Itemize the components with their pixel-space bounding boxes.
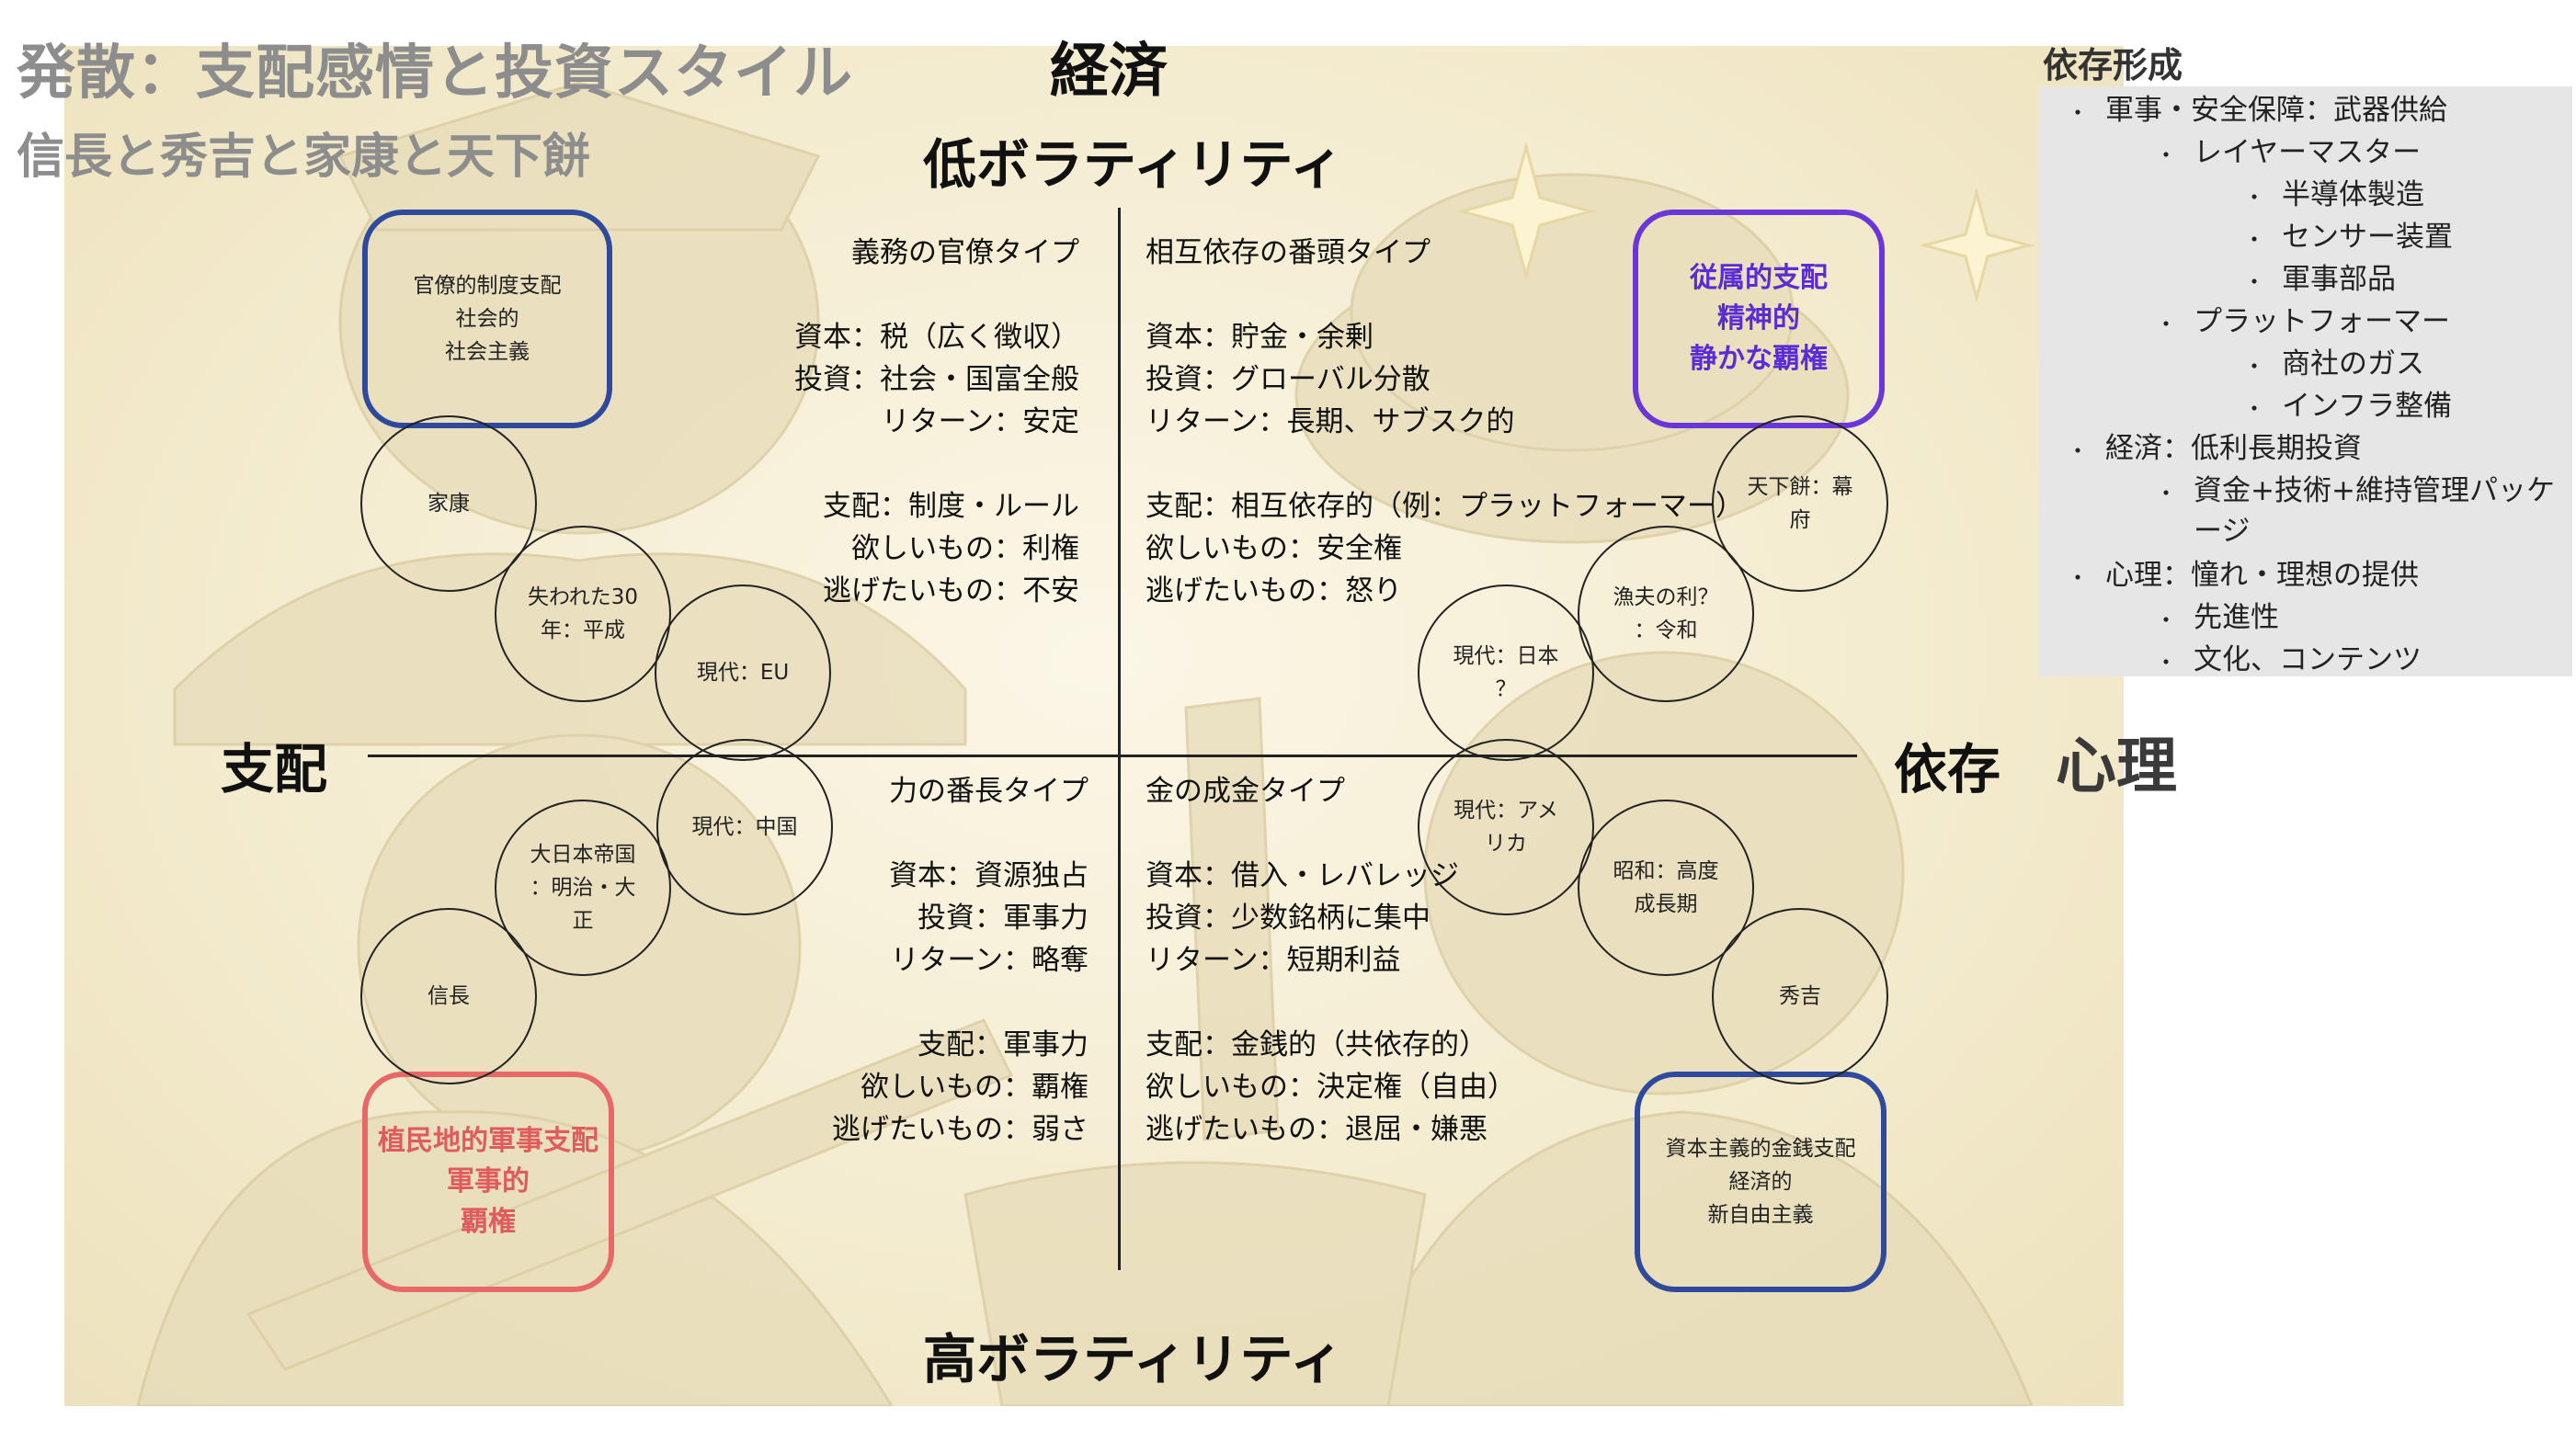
quadrant-investment: 投資：少数銘柄に集中 bbox=[1146, 902, 1430, 935]
box-subordinate-control: 従属的支配 精神的 静かな覇権 bbox=[1633, 210, 1885, 428]
quadrant-control: 支配：金銭的（共依存的） bbox=[1146, 1028, 1487, 1061]
bullet: ・ bbox=[2067, 100, 2089, 126]
bullet: ・ bbox=[2243, 354, 2265, 380]
quadrant-return: リターン：長期、サブスク的 bbox=[1146, 405, 1515, 438]
circle-japan: 現代：日本 ？ bbox=[1418, 584, 1594, 761]
bullet: ・ bbox=[2243, 185, 2265, 210]
quadrant-investment: 投資：軍事力 bbox=[918, 902, 1089, 935]
quadrant-control: 支配：相互依存的（例：プラットフォーマー） bbox=[1146, 490, 1744, 523]
quadrant-want: 欲しいもの：安全権 bbox=[1146, 532, 1402, 565]
quadrant-type: 力の番長タイプ bbox=[889, 775, 1089, 808]
quadrant-want: 欲しいもの：利権 bbox=[851, 532, 1079, 565]
quadrant-escape: 逃げたいもの：怒り bbox=[1146, 574, 1402, 607]
circle-china: 現代：中国 bbox=[656, 739, 833, 915]
vertical-axis-line bbox=[1118, 208, 1121, 1270]
circle-lost-30-years: 失われた30 年：平成 bbox=[495, 526, 671, 702]
panel-item: ージ bbox=[2194, 515, 2251, 548]
panel-item: 先進性 bbox=[2194, 601, 2279, 634]
box-colonial-military-control: 植民地的軍事支配 軍事的 覇権 bbox=[362, 1072, 614, 1292]
quadrant-capital: 資本：税（広く徴収） bbox=[794, 321, 1079, 354]
bullet: ・ bbox=[2155, 312, 2177, 337]
quadrant-top-right: 相互依存の番頭タイプ 資本：貯金・余剰 投資：グローバル分散 リターン：長期、サ… bbox=[1146, 232, 1744, 612]
panel-item: センサー装置 bbox=[2282, 221, 2453, 254]
panel-item: レイヤーマスター bbox=[2194, 136, 2422, 169]
bullet: ・ bbox=[2155, 142, 2177, 168]
axis-label-high-volatility: 高ボラティリティ bbox=[923, 1328, 1344, 1390]
axis-label-low-volatility: 低ボラティリティ bbox=[923, 133, 1344, 196]
circle-america: 現代：アメ リカ bbox=[1418, 739, 1594, 915]
bullet: ・ bbox=[2155, 481, 2177, 506]
axis-label-psychology: 心理 bbox=[2056, 731, 2177, 801]
panel-item: 軍事部品 bbox=[2282, 263, 2396, 296]
axis-label-dependence: 依存 bbox=[1894, 738, 2001, 800]
quadrant-return: リターン：短期利益 bbox=[1146, 944, 1401, 977]
panel-title: 依存形成 bbox=[2043, 45, 2183, 85]
bullet: ・ bbox=[2155, 607, 2177, 633]
quadrant-bottom-right: 金の成金タイプ 資本：借入・レバレッジ 投資：少数銘柄に集中 リターン：短期利益… bbox=[1146, 770, 1516, 1151]
quadrant-top-left: 義務の官僚タイプ 資本：税（広く徴収） 投資：社会・国富全般 リターン：安定 支… bbox=[794, 232, 1079, 612]
circle-showa: 昭和：高度 成長期 bbox=[1578, 800, 1754, 976]
quadrant-return: リターン：安定 bbox=[881, 405, 1079, 438]
quadrant-control: 支配：軍事力 bbox=[918, 1028, 1089, 1061]
page-title: 発散：支配感情と投資スタイル bbox=[17, 40, 853, 108]
circle-ieyasu: 家康 bbox=[360, 415, 537, 592]
bullet: ・ bbox=[2243, 269, 2265, 295]
quadrant-capital: 資本：借入・レバレッジ bbox=[1146, 859, 1459, 892]
bullet: ・ bbox=[2243, 396, 2265, 422]
panel-item: 心理：憧れ・理想の提供 bbox=[2105, 559, 2419, 592]
circle-eu: 現代：EU bbox=[655, 584, 831, 761]
panel-item: 文化、コンテンツ bbox=[2194, 643, 2422, 676]
bullet: ・ bbox=[2155, 650, 2177, 675]
axis-label-economy: 経済 bbox=[1050, 38, 1168, 106]
quadrant-bottom-left: 力の番長タイプ 資本：資源独占 投資：軍事力 リターン：略奪 支配：軍事力 欲し… bbox=[832, 770, 1089, 1151]
quadrant-type: 金の成金タイプ bbox=[1146, 775, 1345, 808]
panel-item: 半導体製造 bbox=[2282, 178, 2424, 211]
quadrant-investment: 投資：社会・国富全般 bbox=[794, 363, 1079, 396]
page-subtitle: 信長と秀吉と家康と天下餅 bbox=[17, 130, 591, 185]
panel-item: プラットフォーマー bbox=[2194, 305, 2450, 338]
circle-gyofu-reiwa: 漁夫の利？ ：令和 bbox=[1578, 526, 1754, 702]
quadrant-capital: 資本：貯金・余剰 bbox=[1146, 321, 1373, 354]
panel-item: 経済：低利長期投資 bbox=[2105, 432, 2362, 465]
box-capitalist-monetary-control: 資本主義的金銭支配 経済的 新自由主義 bbox=[1635, 1072, 1886, 1292]
circle-nobunaga: 信長 bbox=[360, 908, 537, 1084]
quadrant-type: 義務の官僚タイプ bbox=[851, 236, 1079, 269]
axis-label-domination: 支配 bbox=[221, 738, 328, 800]
dependency-panel bbox=[2039, 86, 2572, 676]
bullet: ・ bbox=[2067, 565, 2089, 591]
quadrant-escape: 逃げたいもの：退屈・嫌悪 bbox=[1146, 1113, 1487, 1146]
quadrant-escape: 逃げたいもの：不安 bbox=[823, 574, 1079, 607]
bullet: ・ bbox=[2067, 438, 2089, 464]
quadrant-investment: 投資：グローバル分散 bbox=[1146, 363, 1430, 396]
quadrant-want: 欲しいもの：決定権（自由） bbox=[1146, 1071, 1516, 1104]
horizontal-axis-line bbox=[368, 755, 1857, 757]
quadrant-type: 相互依存の番頭タイプ bbox=[1146, 236, 1430, 269]
panel-item: 商社のガス bbox=[2282, 347, 2424, 380]
circle-empire-of-japan: 大日本帝国 ：明治・大 正 bbox=[495, 800, 671, 976]
panel-item: インフラ整備 bbox=[2282, 390, 2453, 423]
circle-hideyoshi: 秀吉 bbox=[1712, 908, 1888, 1084]
quadrant-want: 欲しいもの：覇権 bbox=[861, 1071, 1089, 1104]
quadrant-control: 支配：制度・ルール bbox=[823, 490, 1079, 523]
quadrant-escape: 逃げたいもの：弱さ bbox=[832, 1113, 1089, 1146]
circle-tenka-mochi: 天下餅：幕 府 bbox=[1712, 415, 1888, 592]
quadrant-capital: 資本：資源独占 bbox=[889, 859, 1089, 892]
box-bureaucratic-control: 官僚的制度支配 社会的 社会主義 bbox=[362, 210, 612, 428]
panel-item: 軍事・安全保障：武器供給 bbox=[2105, 94, 2447, 127]
quadrant-return: リターン：略奪 bbox=[890, 944, 1089, 977]
bullet: ・ bbox=[2243, 227, 2265, 253]
panel-item: 資金+技術+維持管理パッケ bbox=[2194, 474, 2555, 507]
